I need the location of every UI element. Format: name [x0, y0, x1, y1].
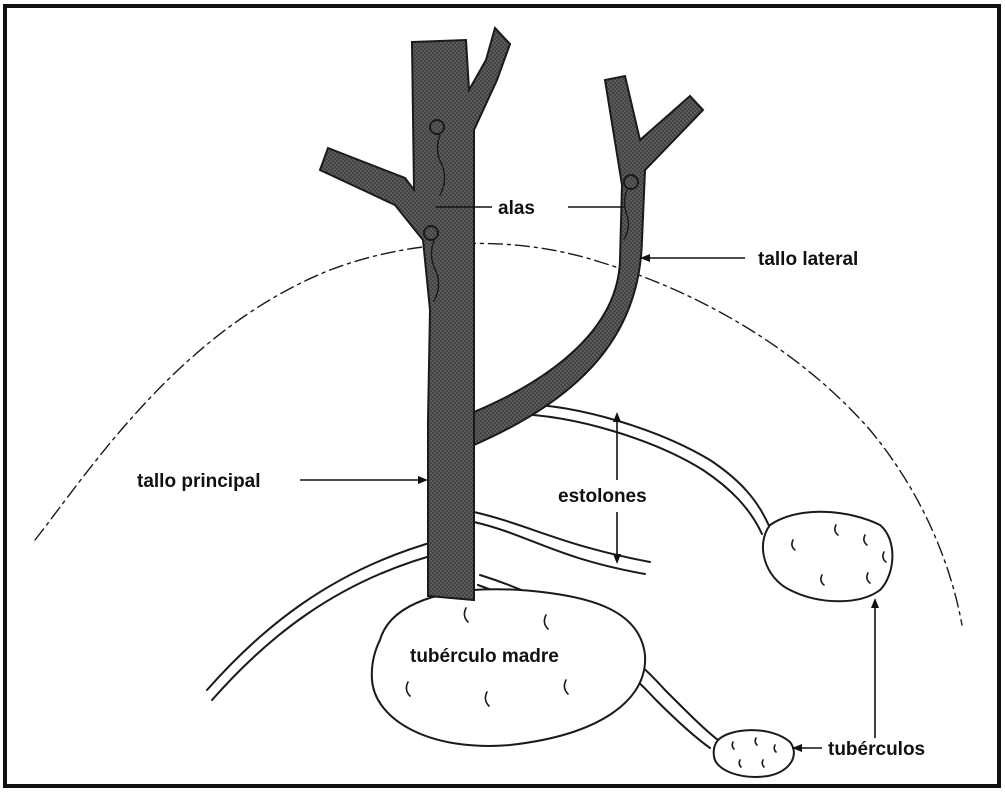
- label-tuberculo-madre: tubérculo madre: [410, 646, 559, 667]
- lateral-stem: [474, 76, 703, 445]
- label-alas: alas: [498, 198, 535, 219]
- stolon-upper-right: [520, 404, 770, 528]
- tuber-small: [714, 730, 794, 777]
- tuber-large: [763, 512, 892, 601]
- label-estolones: estolones: [558, 486, 647, 507]
- mother-tuber: [372, 589, 645, 746]
- stolon-middle: [474, 512, 650, 562]
- label-tuberculos: tubérculos: [828, 739, 925, 760]
- label-tallo-lateral: tallo lateral: [758, 249, 858, 270]
- label-tallo-principal: tallo principal: [137, 471, 261, 492]
